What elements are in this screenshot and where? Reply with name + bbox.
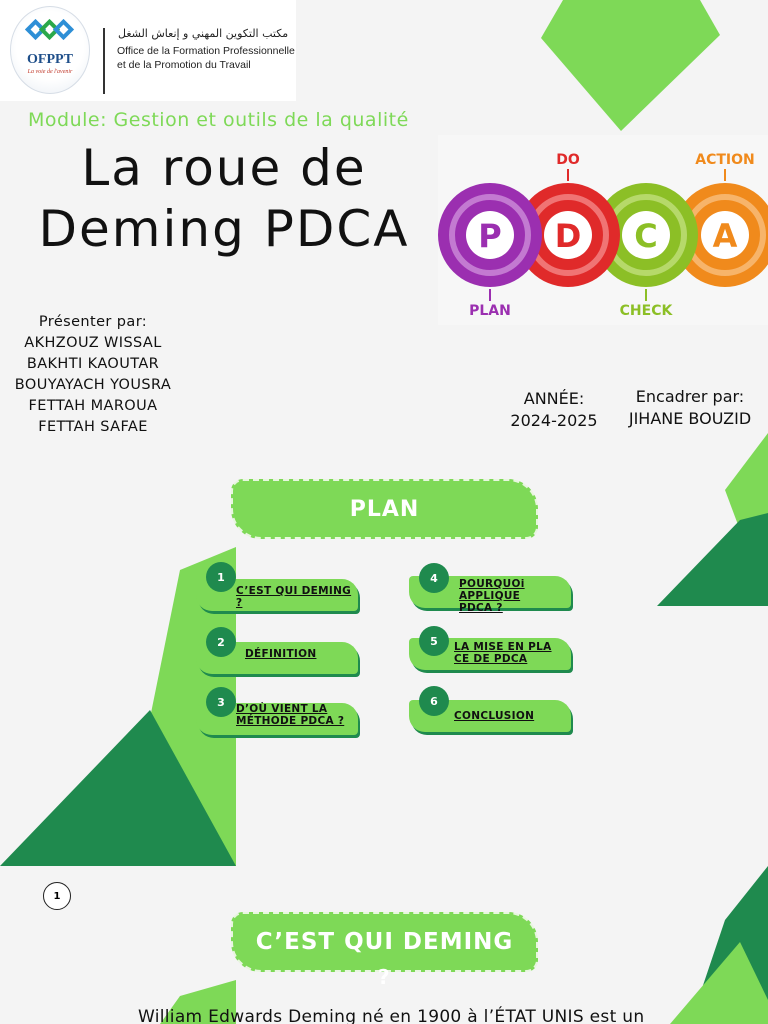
year-label: ANNÉE: xyxy=(523,389,585,408)
page-title-line2: Deming PDCA xyxy=(38,200,410,258)
presenter-name: FETTAH SAFAE xyxy=(38,419,148,435)
green-diamond-shape xyxy=(541,0,720,131)
supervisor-label: Encadrer par: xyxy=(635,387,745,406)
slide-number-badge: 1 xyxy=(43,882,71,910)
presenter-name: BAKHTI KAOUTAR xyxy=(26,356,160,372)
plan-item-3[interactable]: 3 D’OÙ VIENT LA MÉTHODE PDCA ? xyxy=(196,687,358,735)
page-title-line1: La roue de xyxy=(81,139,367,197)
plan-item-number: 3 xyxy=(206,687,236,717)
plan-item-link[interactable]: LA MISE EN PLA CE DE PDCA xyxy=(454,641,552,665)
module-subtitle: Module: Gestion et outils de la qualité xyxy=(28,109,409,131)
ofppt-acronym: OFPPT xyxy=(27,52,73,67)
pdca-label-action: ACTION xyxy=(695,152,755,168)
plan-item-number: 4 xyxy=(419,563,449,593)
bottom-left-light-shape xyxy=(160,980,236,1024)
pdca-letter-p: P xyxy=(478,217,501,255)
bottom-right-light-triangle xyxy=(670,942,768,1024)
presenter-name: BOUYAYACH YOUSRA xyxy=(14,377,172,393)
plan-item-link[interactable]: D’OÙ VIENT LA MÉTHODE PDCA ? xyxy=(236,703,345,727)
left-dark-triangle xyxy=(0,710,236,866)
pdca-letter-a: A xyxy=(713,217,738,255)
plan-item-1[interactable]: 1 C’EST QUI DEMING ? xyxy=(196,562,358,611)
pdca-label-plan: PLAN xyxy=(469,303,511,319)
year-block: ANNÉE: 2024-2025 xyxy=(504,388,604,432)
pdca-label-do: DO xyxy=(556,152,580,168)
ofppt-emblem-icon xyxy=(24,18,75,41)
right-dark-triangle xyxy=(657,513,768,606)
page-title: La roue de Deming PDCA xyxy=(4,138,444,260)
plan-item-2[interactable]: 2 DÉFINITION xyxy=(196,627,358,674)
ofppt-french-name-line1: Office de la Formation Professionnelle xyxy=(117,45,295,57)
supervisor-block: Encadrer par: JIHANE BOUZID xyxy=(612,386,768,430)
section-title-question-mark: ? xyxy=(378,965,390,989)
plan-item-link[interactable]: POURQUOi APPLIQUE PDCA ? xyxy=(459,578,525,614)
presenter-name: AKHZOUZ WISSAL xyxy=(24,335,162,351)
supervisor-name: JIHANE BOUZID xyxy=(628,409,752,428)
logo-divider xyxy=(103,28,105,94)
plan-item-number: 1 xyxy=(206,562,236,592)
plan-item-link[interactable]: DÉFINITION xyxy=(245,648,317,660)
plan-item-number: 5 xyxy=(419,626,449,656)
plan-item-number: 2 xyxy=(206,627,236,657)
plan-item-number: 6 xyxy=(419,686,449,716)
pdca-wheel-graphic: P D C A DO ACTION PLAN CHECK xyxy=(438,152,768,319)
plan-item-6[interactable]: 6 CONCLUSION xyxy=(409,686,571,732)
plan-item-5[interactable]: 5 LA MISE EN PLA CE DE PDCA xyxy=(409,626,571,670)
ofppt-logo-circle xyxy=(10,6,90,94)
pdca-letter-c: C xyxy=(634,217,657,255)
pdca-label-check: CHECK xyxy=(620,303,674,319)
section-title: C’EST QUI DEMING xyxy=(231,912,538,972)
pdca-illustration: P D C A DO ACTION PLAN CHECK xyxy=(438,135,768,325)
presenters-block: Présenter par: AKHZOUZ WISSAL BAKHTI KAO… xyxy=(6,312,180,438)
plan-item-link[interactable]: C’EST QUI DEMING ? xyxy=(236,585,352,609)
ofppt-tagline: La voie de l'avenir xyxy=(27,69,73,75)
year-value: 2024-2025 xyxy=(510,411,598,430)
presenter-name: FETTAH MAROUA xyxy=(28,398,158,414)
presenters-label: Présenter par: xyxy=(38,314,148,330)
section-body-text: William Edwards Deming né en 1900 à l’ÉT… xyxy=(138,1007,645,1024)
plan-title: PLAN xyxy=(231,479,538,539)
ofppt-arabic-name: مكتب التكوين المهني و إنعاش الشغل xyxy=(118,27,289,40)
pdca-letter-d: D xyxy=(555,217,582,255)
ofppt-french-name-line2: et de la Promotion du Travail xyxy=(117,59,251,71)
plan-item-link[interactable]: CONCLUSION xyxy=(454,710,535,722)
plan-item-4[interactable]: 4 POURQUOi APPLIQUE PDCA ? xyxy=(409,563,571,614)
